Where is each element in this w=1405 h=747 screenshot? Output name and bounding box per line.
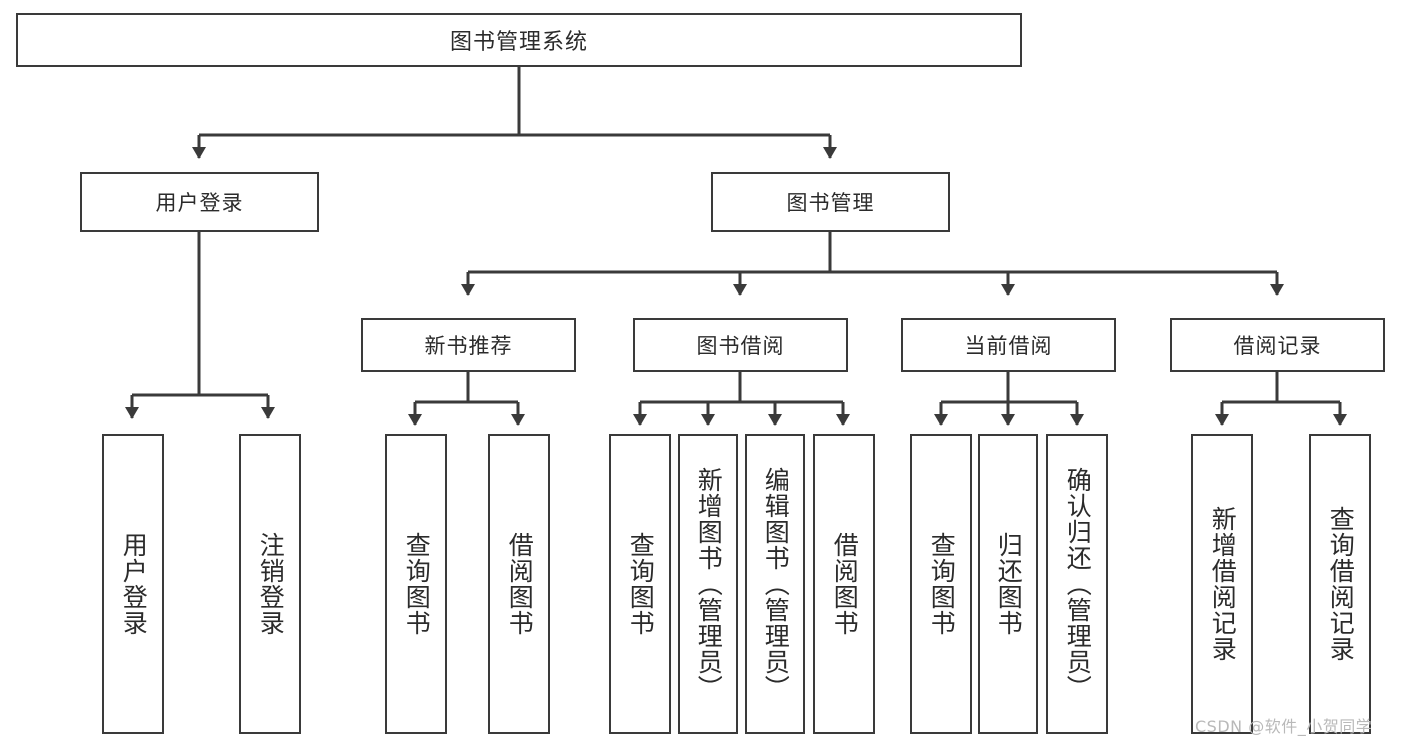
node-leaf-user-login-label: 用户登录 — [119, 532, 149, 636]
node-book-manage[interactable]: 图书管理 — [711, 172, 950, 232]
node-leaf-add-book-label: 新增图书（管理员） — [694, 467, 724, 701]
node-leaf-edit-book[interactable]: 编辑图书（管理员） — [745, 434, 805, 734]
node-leaf-borrow-book-1[interactable]: 借阅图书 — [488, 434, 550, 734]
node-root-label: 图书管理系统 — [449, 30, 588, 55]
node-leaf-query-book-1[interactable]: 查询图书 — [385, 434, 447, 734]
node-leaf-confirm-return-label: 确认归还（管理员） — [1063, 467, 1093, 701]
node-leaf-borrow-book-1-label: 借阅图书 — [505, 532, 535, 636]
node-book-manage-label: 图书管理 — [786, 191, 875, 215]
node-leaf-query-record-label: 查询借阅记录 — [1326, 506, 1356, 662]
node-leaf-query-book-2[interactable]: 查询图书 — [609, 434, 671, 734]
node-current-borrow-label: 当前借阅 — [964, 334, 1053, 358]
node-leaf-add-book[interactable]: 新增图书（管理员） — [678, 434, 738, 734]
node-current-borrow[interactable]: 当前借阅 — [901, 318, 1116, 372]
node-leaf-user-login[interactable]: 用户登录 — [102, 434, 164, 734]
node-borrow-record-label: 借阅记录 — [1233, 334, 1322, 358]
node-user-login-label: 用户登录 — [155, 191, 244, 215]
node-leaf-add-record[interactable]: 新增借阅记录 — [1191, 434, 1253, 734]
watermark-text: CSDN @软件_小贺同学 — [1195, 717, 1373, 736]
node-leaf-confirm-return[interactable]: 确认归还（管理员） — [1046, 434, 1108, 734]
node-leaf-add-record-label: 新增借阅记录 — [1208, 506, 1238, 662]
node-leaf-borrow-book-2[interactable]: 借阅图书 — [813, 434, 875, 734]
node-leaf-query-book-2-label: 查询图书 — [626, 532, 656, 636]
node-leaf-query-book-3[interactable]: 查询图书 — [910, 434, 972, 734]
node-leaf-query-book-1-label: 查询图书 — [402, 532, 432, 636]
node-leaf-return-book[interactable]: 归还图书 — [978, 434, 1038, 734]
node-leaf-borrow-book-2-label: 借阅图书 — [830, 532, 860, 636]
node-leaf-logout-label: 注销登录 — [256, 532, 286, 636]
node-new-book-rec[interactable]: 新书推荐 — [361, 318, 576, 372]
node-new-book-rec-label: 新书推荐 — [424, 334, 513, 358]
node-leaf-return-book-label: 归还图书 — [994, 532, 1024, 636]
node-user-login[interactable]: 用户登录 — [80, 172, 319, 232]
node-leaf-query-record[interactable]: 查询借阅记录 — [1309, 434, 1371, 734]
node-leaf-query-book-3-label: 查询图书 — [927, 532, 957, 636]
node-leaf-logout[interactable]: 注销登录 — [239, 434, 301, 734]
node-borrow-record[interactable]: 借阅记录 — [1170, 318, 1385, 372]
node-book-borrow[interactable]: 图书借阅 — [633, 318, 848, 372]
node-leaf-edit-book-label: 编辑图书（管理员） — [761, 467, 791, 701]
node-book-borrow-label: 图书借阅 — [696, 334, 785, 358]
node-root[interactable]: 图书管理系统 — [16, 13, 1022, 67]
